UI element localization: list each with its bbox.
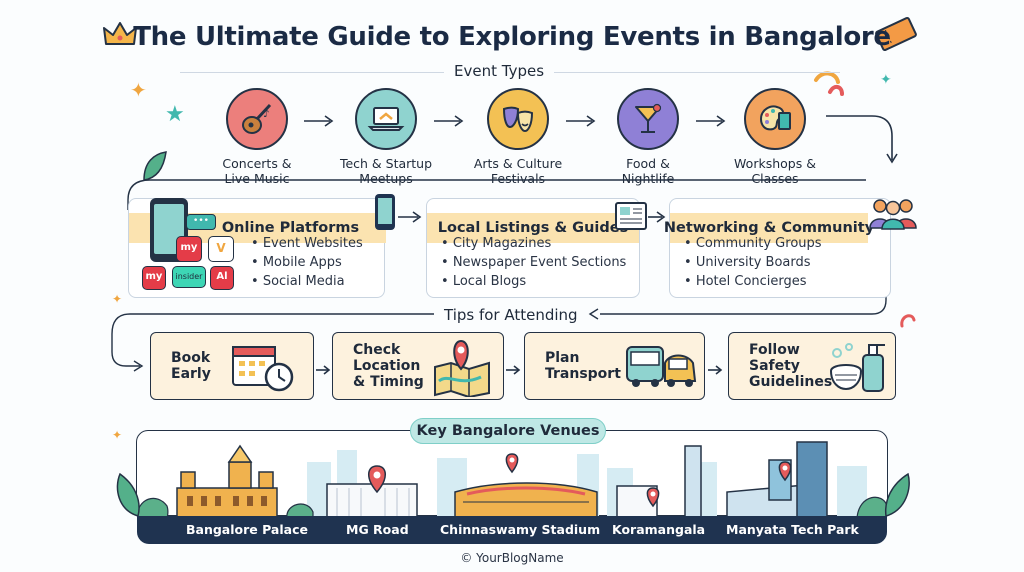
page-title: The Ultimate Guide to Exploring Events i… <box>133 22 891 52</box>
tip-safety: Follow Safety Guidelines <box>728 332 896 400</box>
tip-label: Follow Safety Guidelines <box>749 342 833 390</box>
event-type-food: Food & Nightlife <box>578 88 718 186</box>
tip-check-location: Check Location & Timing <box>332 332 504 400</box>
event-type-concerts: ♪ Concerts & Live Music <box>187 88 327 186</box>
list-item: Social Media <box>251 272 363 291</box>
arrow-right-icon <box>434 112 464 127</box>
app-tile: insider <box>172 266 206 288</box>
palette-book-icon <box>744 88 806 150</box>
event-type-label: Workshops & Classes <box>734 156 816 186</box>
tip-plan-transport: Plan Transport <box>524 332 705 400</box>
list-item: University Boards <box>684 253 822 272</box>
skyline-illustration <box>137 441 887 518</box>
guitar-icon: ♪ <box>226 88 288 150</box>
sparkle-icon: ✦ <box>112 292 123 306</box>
arrow-right-icon <box>696 112 726 127</box>
list-item: Newspaper Event Sections <box>441 253 627 272</box>
mask-sanitizer-icon <box>827 337 891 401</box>
venue-koramangala: Koramangala <box>612 522 706 537</box>
arrow-right-icon <box>648 208 678 223</box>
svg-text:♪: ♪ <box>263 109 269 120</box>
venue-bangalore-palace: Bangalore Palace <box>186 522 308 537</box>
event-type-arts: Arts & Culture Festivals <box>448 88 588 186</box>
tip-label: Book Early <box>171 350 211 382</box>
leaf-icon <box>112 470 142 522</box>
list-item: Hotel Concierges <box>684 272 822 291</box>
bullet-list: Event Websites Mobile Apps Social Media <box>251 234 363 291</box>
list-item: Local Blogs <box>441 272 626 291</box>
swirl-icon <box>898 310 918 334</box>
footer-credit: © YourBlogName <box>460 551 564 565</box>
bullet-list: City Magazines Newspaper Event Sections … <box>441 234 627 291</box>
venue-mg-road: MG Road <box>346 522 409 537</box>
map-pin-icon <box>429 337 495 401</box>
crown-icon <box>102 20 138 54</box>
arrow-right-icon <box>314 361 344 375</box>
arrow-right-icon <box>706 361 736 375</box>
people-group-icon <box>868 196 918 234</box>
app-tile: my <box>176 236 202 262</box>
tip-book-early: Book Early <box>150 332 314 400</box>
chat-bubble-icon: ••• <box>186 214 216 230</box>
list-item: Mobile Apps <box>251 253 363 272</box>
swirl-icon <box>812 68 846 102</box>
theatre-masks-icon <box>487 88 549 150</box>
leaf-icon <box>140 150 170 188</box>
sparkle-icon: ✦ <box>112 428 123 442</box>
event-type-label: Arts & Culture Festivals <box>473 156 563 186</box>
bus-auto-icon <box>625 343 699 397</box>
sparkle-icon: ✦ <box>880 72 892 88</box>
list-item: Community Groups <box>684 234 822 253</box>
ticket-icon <box>872 14 920 58</box>
tip-label: Check Location & Timing <box>353 342 424 390</box>
app-tile: Al <box>210 266 234 290</box>
arrow-right-icon <box>504 361 534 375</box>
arrow-right-icon <box>566 112 596 127</box>
tips-heading: Tips for Attending <box>434 306 588 324</box>
event-type-label: Tech & Startup Meetups <box>339 156 433 186</box>
calendar-clock-icon <box>231 341 297 397</box>
networking-card: Networking & Community Community Groups … <box>664 198 891 298</box>
smartphone-icon <box>373 192 397 236</box>
event-type-label: Concerts & Live Music <box>222 156 292 186</box>
arrow-right-icon <box>304 112 334 127</box>
venue-name-bar <box>137 516 887 544</box>
leaf-icon <box>882 470 916 522</box>
laptop-handshake-icon <box>355 88 417 150</box>
event-type-workshops: Workshops & Classes <box>705 88 845 186</box>
arrow-right-icon <box>398 208 428 223</box>
event-type-tech: Tech & Startup Meetups <box>316 88 456 186</box>
venue-chinnaswamy-stadium: Chinnaswamy Stadium <box>440 522 601 537</box>
sparkle-icon: ✦ <box>130 78 147 102</box>
tip-label: Plan Transport <box>545 350 621 382</box>
local-listings-card: Local Listings & Guides City Magazines N… <box>426 198 640 298</box>
event-type-label: Food & Nightlife <box>621 156 675 186</box>
list-item: City Magazines <box>441 234 626 253</box>
star-icon: ★ <box>165 102 185 127</box>
app-tile: my <box>142 266 166 290</box>
list-item: Event Websites <box>251 234 363 253</box>
venues-heading: Key Bangalore Venues <box>410 418 606 444</box>
newspaper-icon <box>614 200 654 236</box>
app-tile: V <box>208 236 234 262</box>
event-types-heading: Event Types <box>444 62 555 80</box>
venue-manyata-tech-park: Manyata Tech Park <box>726 522 859 537</box>
bullet-list: Community Groups University Boards Hotel… <box>684 234 822 291</box>
cocktail-icon <box>617 88 679 150</box>
